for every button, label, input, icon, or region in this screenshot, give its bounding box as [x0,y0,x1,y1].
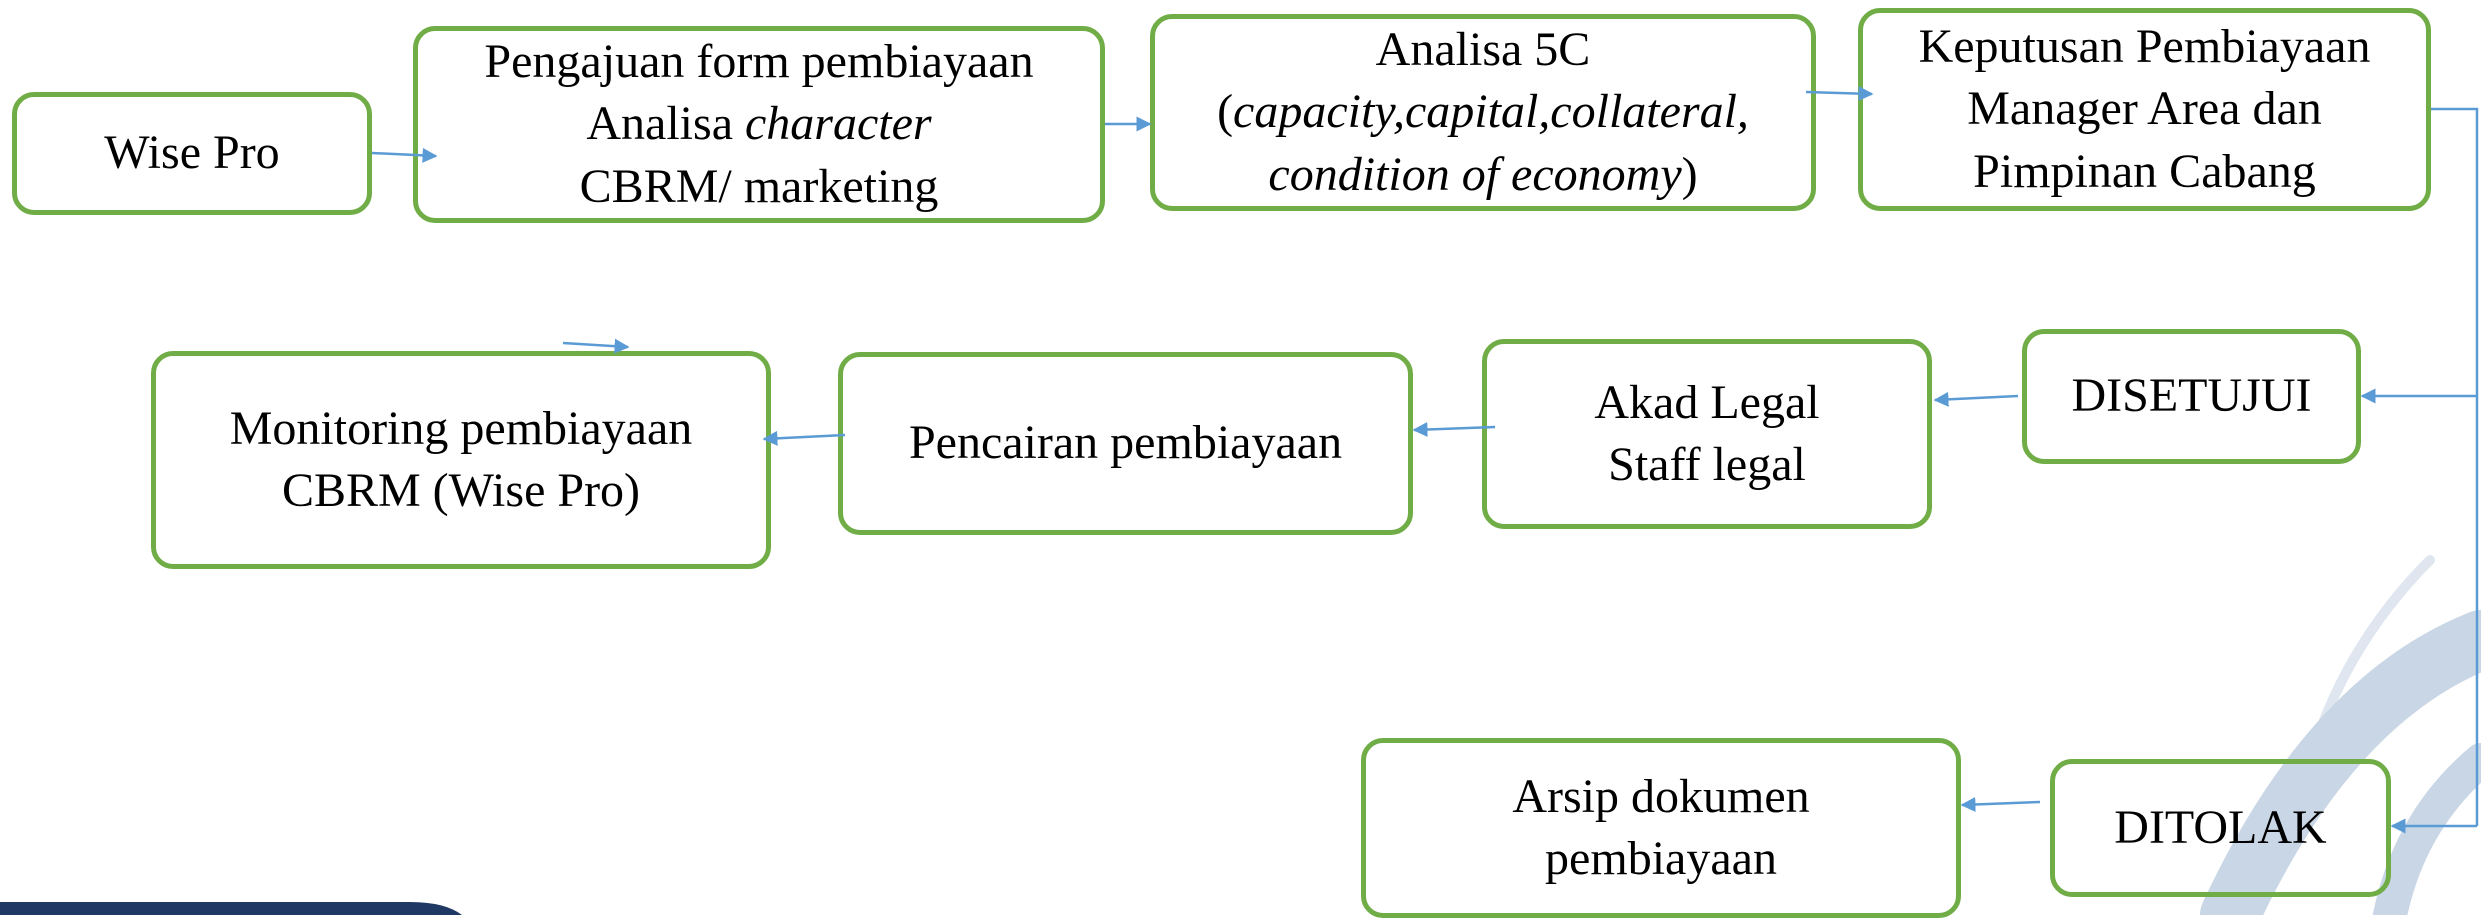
node-pengajuan-line2-plain: Analisa [586,97,745,151]
node-akad-legal: Akad Legal Staff legal [1482,339,1932,529]
node-analisa-5c-line3: condition of economy) [1268,144,1697,206]
node-pencairan: Pencairan pembiayaan [838,352,1413,535]
node-wise-pro-label: Wise Pro [104,126,280,180]
node-keputusan-line2: Manager Area dan [1967,82,2322,136]
node-monitoring-line2: CBRM (Wise Pro) [281,464,641,517]
node-monitoring: Monitoring pembiayaan CBRM (Wise Pro) [151,351,771,569]
node-akad-legal-line1: Akad Legal [1594,375,1820,429]
node-analisa-5c: Analisa 5C (capacity,capital,collateral,… [1150,14,1816,211]
node-akad-legal-line2: Staff legal [1608,438,1806,491]
node-analisa-5c-close-paren: ) [1681,147,1698,201]
node-arsip-line1: Arsip dokumen [1512,769,1810,823]
node-analisa-5c-line2-italic: capacity,capital,collateral, [1233,85,1749,139]
node-wise-pro: Wise Pro [12,92,372,215]
node-arsip: Arsip dokumen pembiayaan [1361,738,1961,918]
node-pengajuan-line1: Pengajuan form pembiayaan [484,34,1034,88]
node-analisa-5c-line3-italic: condition of economy [1268,147,1682,201]
node-disetujui: DISETUJUI [2022,329,2361,464]
node-keputusan: Keputusan Pembiayaan Manager Area dan Pi… [1858,8,2431,211]
node-ditolak-label: DITOLAK [2114,800,2327,854]
node-analisa-5c-line2: (capacity,capital,collateral, [1217,81,1749,143]
node-analisa-5c-line1: Analisa 5C [1375,22,1591,76]
node-arsip-line2: pembiayaan [1545,832,1777,885]
node-pengajuan: Pengajuan form pembiayaan Analisa charac… [413,26,1105,223]
node-pengajuan-line2-italic: character [745,97,932,151]
node-monitoring-line1: Monitoring pembiayaan [229,401,693,455]
node-keputusan-line3: Pimpinan Cabang [1973,144,2316,198]
node-pengajuan-line3: CBRM/ marketing [579,159,939,213]
node-pengajuan-line2: Analisa character [586,93,931,155]
node-ditolak: DITOLAK [2050,759,2391,897]
corner-band [0,902,462,915]
node-analisa-5c-open-paren: ( [1217,85,1234,139]
node-pencairan-label: Pencairan pembiayaan [908,416,1343,470]
node-disetujui-label: DISETUJUI [2071,369,2312,423]
node-keputusan-line1: Keputusan Pembiayaan [1918,19,2371,73]
